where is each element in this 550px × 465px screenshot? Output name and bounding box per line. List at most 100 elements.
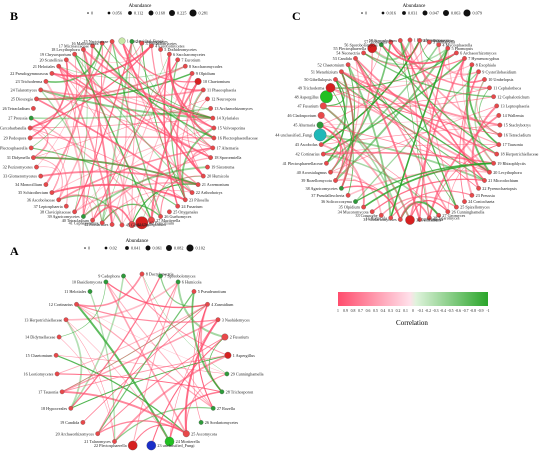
colorbar-tick-label: -0.5 [447,309,453,313]
negative-correlation-edge [70,354,229,409]
node-label: 28 Cercobarbatella [0,126,27,131]
positive-correlation-edge [29,127,186,201]
network-node [149,43,154,49]
negative-correlation-edge [101,54,170,223]
positive-correlation-edge [36,98,193,194]
node-label: 21 Acremonium [202,182,230,187]
network-node [90,43,95,49]
node-label: 37 Leptosphaeria [34,204,63,209]
colorbar-tick-label: 0 [412,309,414,313]
network-node [491,94,496,100]
network-node [345,62,351,68]
legend-size-value: 0.047 [430,11,439,16]
node-label: 15 Chaetomium [26,353,54,358]
positive-correlation-edge [105,281,188,435]
positive-correlation-edge [390,41,490,89]
network-node [182,63,188,69]
positive-correlation-edge [447,48,495,164]
node-label: 15 Stachybotrys [504,123,531,128]
network-node [496,113,502,118]
network-node [417,38,423,43]
positive-correlation-edge [330,86,490,174]
negative-correlation-edge [474,79,495,164]
legend-size-value: 0.079 [473,11,482,16]
node-label: 7 Eurotium [181,57,201,62]
network-node [49,190,55,195]
positive-correlation-edge [335,178,366,208]
node-label: 42 Sordariales [84,222,108,227]
positive-correlation-edge [33,157,63,200]
node-label: 18 Sporormiella [214,155,241,160]
node-label: 19 Candida [60,420,79,425]
positive-correlation-edge [121,41,133,226]
negative-correlation-edge [59,281,107,338]
negative-correlation-edge [325,79,346,164]
negative-correlation-edge [329,41,392,173]
node-label: 22 Plectosphaerella [94,443,127,448]
network-node [497,132,503,138]
colorbar-tick-label: 0.4 [381,309,386,313]
positive-correlation-edge [56,303,208,375]
node-label: 1 Pseudogymnoascus [414,38,450,43]
network-node [476,69,481,75]
node-label: 21 Helotiales [33,64,56,69]
network-node [109,39,115,44]
positive-correlation-edge [92,205,133,225]
network-node [205,96,210,102]
legend-size-dot [125,246,129,250]
legend-size-value: 0.031 [408,11,417,16]
node-label: 26 Guehomyces [164,214,191,219]
node-label: 36 Ascobolaceae [27,197,55,202]
node-label: 24 Coniochaeta [468,199,494,204]
network-node [219,389,225,395]
positive-correlation-edge [390,40,421,58]
legend-size-value: 0.168 [156,11,165,16]
negative-correlation-edge [55,354,187,435]
positive-correlation-edge [76,273,143,308]
network-node [494,151,500,157]
positive-correlation-edge [168,54,215,129]
edge-layer [55,273,229,446]
node-label: 32 Humicola [365,216,387,221]
node-label: 46 Cladosporium [287,113,317,118]
node-label: 24 Fusarium [181,204,203,209]
positive-correlation-edge [121,40,199,83]
legend-size-value: 0.056 [113,11,122,16]
network-node [53,352,59,358]
node-label: 43 Penicillium [150,220,175,225]
network-node [494,103,500,109]
network-node [407,37,413,43]
negative-correlation-edge [58,195,123,226]
positive-correlation-edge [61,304,208,393]
network-node [221,333,229,341]
node-label: 43 Ascobolus [295,142,318,147]
negative-correlation-edge [325,79,346,164]
positive-correlation-edge [30,117,49,159]
network-node [469,62,475,68]
node-label: 21 Talaromyces [84,439,111,444]
network-node [95,431,101,437]
network-node [31,106,36,111]
node-label: 15 Volvosporina [218,126,246,131]
node-label: 41 Plectosphaerellaceae [283,161,323,166]
network-node [119,222,125,228]
node-label: 44 unclassified_Fungi [275,133,313,138]
node-label: 25 Dioszegia [11,97,33,102]
negative-correlation-edge [478,87,499,145]
node-label: 27 Mortierella [156,218,180,223]
network-node [210,405,216,411]
network-node [210,145,216,151]
node-label: 10 Basidiomycota [72,280,102,285]
network-node [497,122,503,128]
node-label: 8 Exophiala [476,62,496,67]
node-label: 9 Cadophora [98,274,120,279]
network-node [405,215,415,225]
network-node [319,102,327,110]
node-label: 20 Archaeorhizomyces [56,431,95,436]
node-label: 23 unclassified_Fungi [157,443,195,448]
positive-correlation-edge [141,273,214,409]
positive-correlation-edge [105,281,214,409]
node-label: 26 Sordariomycetes [205,420,239,425]
positive-correlation-edge [45,45,94,186]
